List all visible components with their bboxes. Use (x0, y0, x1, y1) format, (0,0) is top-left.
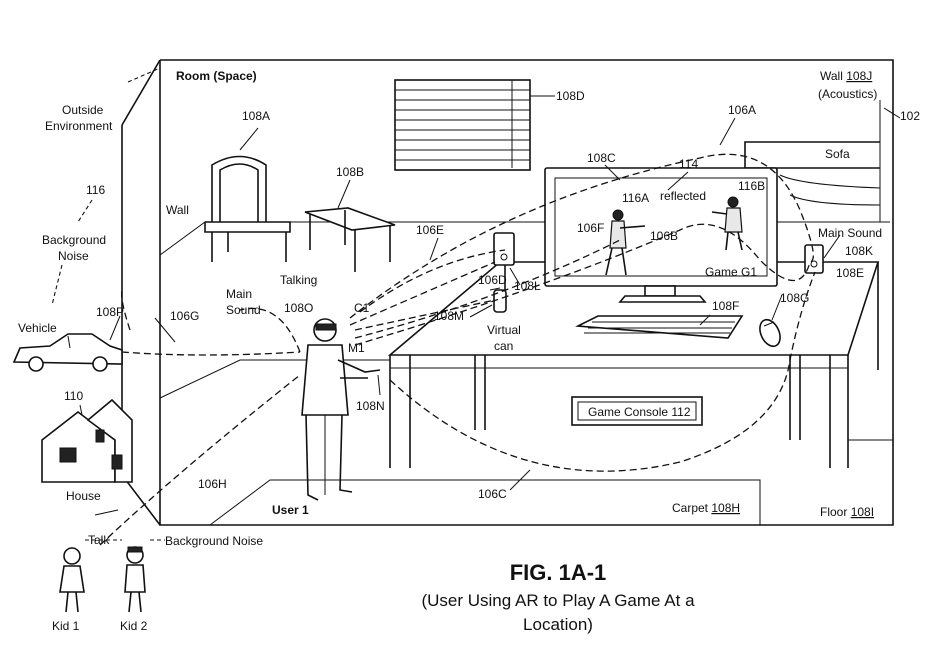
house-label: House (66, 489, 101, 503)
figure-subtitle-1: (User Using AR to Play A Game At a (421, 591, 695, 610)
ref-116: 116 (86, 183, 105, 197)
virtual-label-1: Virtual (487, 323, 521, 337)
game-character-b (711, 196, 743, 251)
wall-j-label: Wall 108J (820, 69, 872, 83)
main-sound-k-label: Main Sound (818, 226, 882, 240)
monitor (544, 167, 778, 303)
ref-108d: 108D (556, 89, 585, 103)
user-figure (301, 318, 381, 501)
ref-106e: 106E (416, 223, 444, 237)
carpet-label: Carpet 108H (672, 501, 740, 515)
ref-116a: 116A (622, 191, 649, 205)
ref-108p: 108P (96, 305, 124, 319)
window-blinds (394, 79, 555, 171)
bg-noise-label-1: Background (42, 233, 106, 247)
vehicle (12, 333, 123, 372)
ref-108a: 108A (242, 109, 270, 123)
background-noise-label: Background Noise (165, 534, 263, 548)
chair (204, 155, 291, 262)
game-console (571, 396, 703, 426)
ref-106f: 106F (577, 221, 604, 235)
acoustics-label: (Acoustics) (818, 87, 877, 101)
kid-2 (124, 546, 146, 613)
talking-label: Talking (280, 273, 317, 287)
ref-108m: 108M (434, 309, 464, 323)
ref-108e: 108E (836, 266, 864, 280)
ref-114: 114 (679, 157, 698, 171)
floor-label: Floor 108I (820, 505, 874, 519)
kid1-label: Kid 1 (52, 619, 80, 633)
ref-108o: 108O (284, 301, 313, 315)
ref-116b: 116B (738, 179, 765, 193)
ref-108f: 108F (712, 299, 739, 313)
outside-label-1: Outside (62, 103, 104, 117)
ref-110: 110 (64, 389, 83, 403)
ref-108l: 108L (514, 279, 541, 293)
talk-label: Talk (88, 533, 110, 547)
side-table (304, 207, 396, 272)
reflected-label: reflected (660, 189, 706, 203)
text-labels: Room (Space) Wall 108J (Acoustics) 102 O… (18, 69, 920, 633)
ref-106g: 106G (170, 309, 199, 323)
ref-108c: 108C (587, 151, 616, 165)
virtual-label-2: can (494, 339, 513, 353)
vehicle-label: Vehicle (18, 321, 57, 335)
game-console-label: Game Console 112 (588, 405, 691, 419)
game-character-a (605, 209, 646, 276)
sofa-label: Sofa (825, 147, 850, 161)
keyboard (575, 315, 744, 339)
floor-lines (159, 359, 893, 526)
ref-108g: 108G (780, 291, 809, 305)
user1-label: User 1 (272, 503, 309, 517)
mouse (759, 318, 781, 348)
ref-106d: 106D (478, 273, 507, 287)
wall-label: Wall (166, 203, 189, 217)
c1-label: C1 (354, 301, 370, 315)
kid-1 (59, 547, 85, 613)
game-g1-label: Game G1 (705, 265, 757, 279)
figure-caption: FIG. 1A-1 (User Using AR to Play A Game … (421, 560, 695, 634)
outside-label-2: Environment (45, 119, 113, 133)
ref-102: 102 (900, 109, 920, 123)
ref-108n: 108N (356, 399, 385, 413)
ref-106c: 106C (478, 487, 507, 501)
figure-subtitle-2: Location) (523, 615, 593, 634)
m1-label: M1 (348, 341, 365, 355)
ref-106b: 106B (650, 229, 678, 243)
leader-lines (51, 67, 901, 541)
speaker-left (493, 232, 515, 266)
sound-paths (99, 153, 816, 546)
ref-108b: 108B (336, 165, 364, 179)
kid2-label: Kid 2 (120, 619, 148, 633)
ref-108k: 108K (845, 244, 873, 258)
main-sound-label-2: Sound (226, 303, 261, 317)
house (41, 398, 133, 483)
ref-106a: 106A (728, 103, 756, 117)
ref-106h: 106H (198, 477, 227, 491)
bg-noise-label-2: Noise (58, 249, 89, 263)
room-label: Room (Space) (176, 69, 257, 83)
figure-title: FIG. 1A-1 (510, 560, 607, 585)
main-sound-label-1: Main (226, 287, 252, 301)
